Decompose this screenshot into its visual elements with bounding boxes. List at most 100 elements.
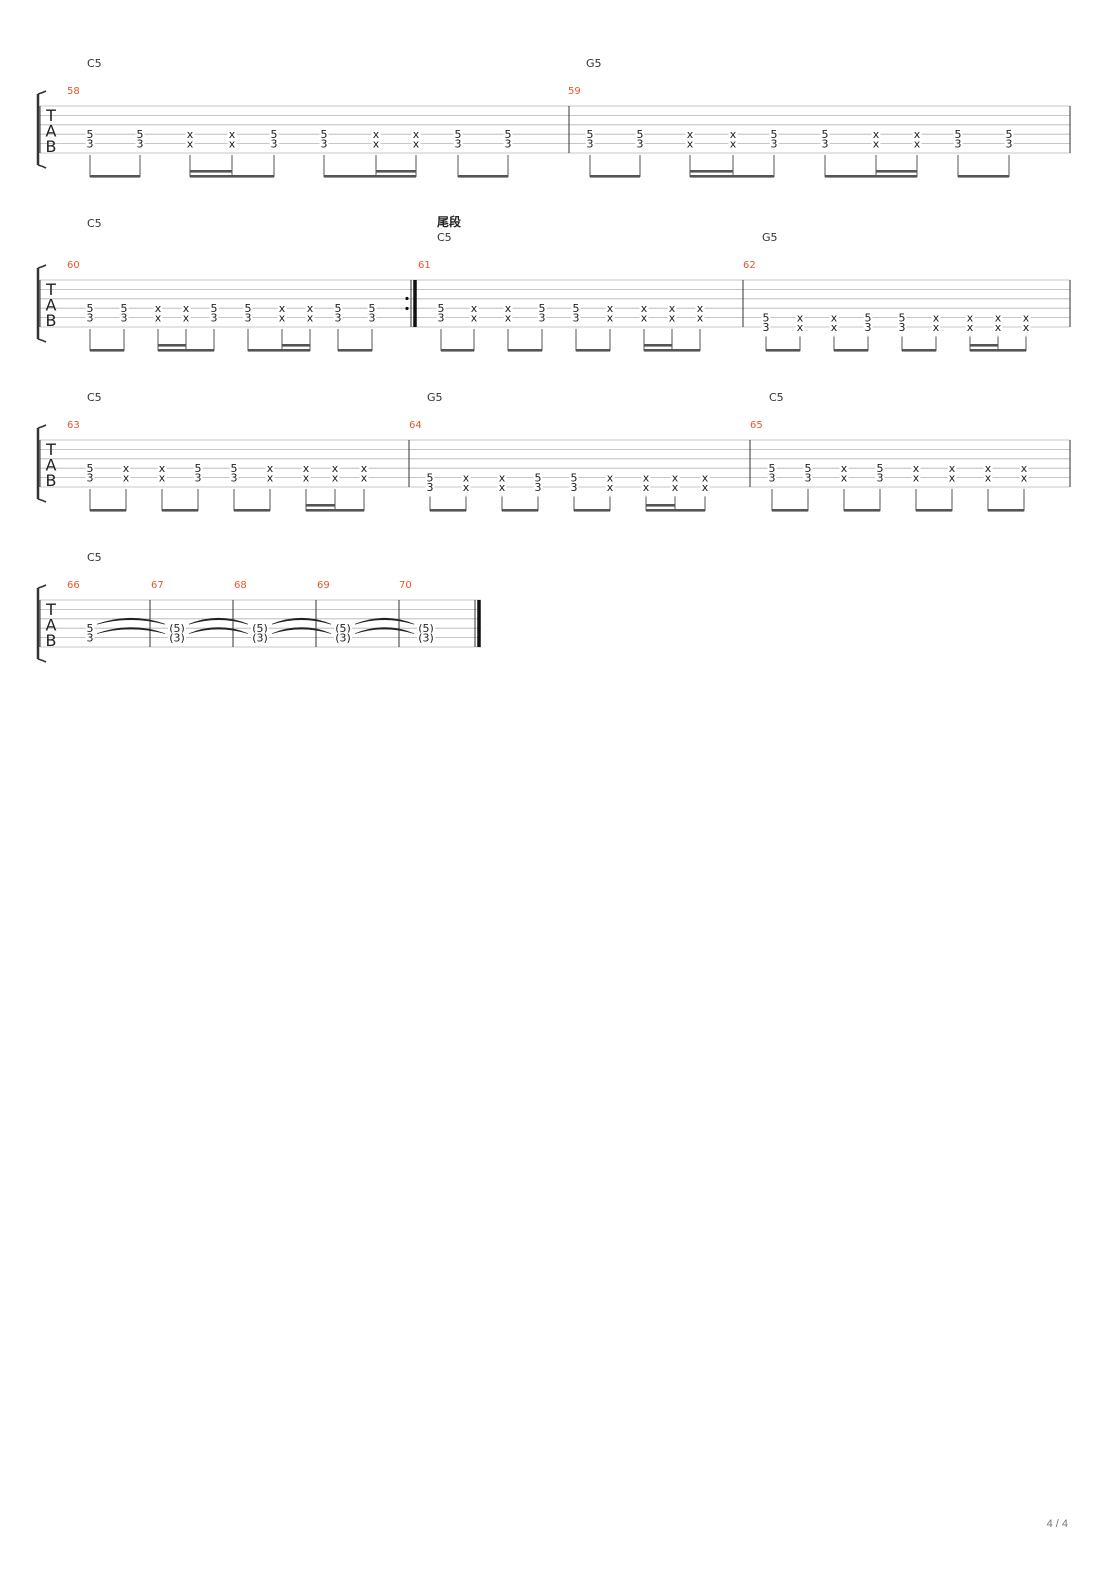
tab-beat: xx: [839, 462, 849, 511]
fret-number: 3: [455, 138, 462, 151]
fret-number: 5: [87, 128, 94, 141]
fret-number: 3: [899, 321, 906, 334]
dead-note: x: [913, 462, 920, 475]
tab-beat: 53: [367, 302, 377, 351]
fret-number: (5): [418, 622, 434, 635]
fret-bg: [85, 138, 95, 149]
fret-number: 5: [335, 302, 342, 315]
beam: [825, 175, 917, 178]
chord-symbol: G5: [586, 57, 602, 70]
fret-bg: [503, 303, 513, 314]
fret-bg: [820, 129, 830, 140]
fret-bg: [605, 303, 615, 314]
tab-beat: 53: [85, 462, 95, 511]
fret-bg: [983, 463, 993, 474]
tab-clef-letter: B: [46, 311, 57, 330]
fret-bg: [461, 482, 471, 492]
fret-bg: [85, 129, 95, 140]
dead-note: x: [471, 302, 478, 315]
dead-note: x: [641, 312, 648, 325]
fret-bg: [993, 312, 1003, 323]
dead-note: x: [643, 481, 650, 494]
dead-note: x: [933, 321, 940, 334]
dead-note: x: [279, 302, 286, 315]
tab-beat: (5)(3): [417, 622, 435, 645]
system-bracket: [37, 90, 47, 95]
fret-number: 5: [438, 302, 445, 315]
fret-bg: [685, 138, 695, 149]
tab-clef-letter: B: [46, 137, 57, 156]
tie: [354, 627, 415, 634]
fret-bg: [319, 138, 329, 149]
tab-beat: xx: [605, 472, 615, 511]
dead-note: x: [303, 472, 310, 485]
dead-note: x: [933, 312, 940, 325]
dead-note: x: [361, 462, 368, 475]
tab-beat: xx: [411, 128, 421, 177]
fret-bg: [193, 463, 203, 474]
fret-bg: [334, 623, 352, 634]
dead-note: x: [159, 462, 166, 475]
fret-number: 5: [822, 128, 829, 141]
dead-note: x: [279, 312, 286, 325]
dead-note: x: [332, 472, 339, 485]
fret-number: 3: [822, 138, 829, 151]
fret-bg: [947, 463, 957, 474]
beam: [90, 349, 124, 352]
fret-bg: [695, 312, 705, 323]
dead-note: x: [967, 312, 974, 325]
fret-bg: [157, 472, 167, 483]
fret-bg: [469, 303, 479, 314]
fret-bg: [1019, 463, 1029, 474]
fret-bg: [193, 472, 203, 483]
fret-number: 3: [955, 138, 962, 151]
tab-beat: 53: [767, 462, 777, 511]
beam: [338, 349, 372, 352]
fret-bg: [469, 312, 479, 323]
fret-number: 5: [137, 128, 144, 141]
fret-number: 5: [805, 462, 812, 475]
beam: [646, 509, 705, 512]
measure: 67(5)(3): [151, 580, 249, 647]
beam: [162, 509, 198, 512]
measure-number: 67: [151, 580, 164, 591]
fret-bg: [209, 303, 219, 314]
measure-number: 58: [67, 86, 80, 97]
system-bracket: [37, 584, 47, 589]
fret-number: 3: [195, 472, 202, 485]
tab-beat: 53: [85, 128, 95, 177]
fret-bg: [181, 312, 191, 323]
tie: [96, 617, 166, 625]
beam: [590, 175, 640, 178]
tab-clef-letter: A: [46, 616, 57, 635]
tab-clef-letter: A: [46, 296, 57, 315]
dead-note: x: [373, 128, 380, 141]
dead-note: x: [307, 312, 314, 325]
beam: [306, 509, 364, 512]
fret-bg: [585, 138, 595, 149]
fret-bg: [185, 138, 195, 149]
fret-bg: [227, 138, 237, 149]
fret-bg: [871, 138, 881, 149]
dead-note: x: [697, 302, 704, 315]
tab-beat: 53: [875, 462, 885, 511]
fret-bg: [605, 472, 615, 483]
fret-bg: [333, 303, 343, 314]
fret-bg: [897, 322, 907, 332]
secondary-beam: [646, 504, 675, 507]
tab-beat: 53: [803, 462, 813, 511]
fret-bg: [829, 322, 839, 332]
fret-number: 3: [877, 472, 884, 485]
fret-bg: [277, 312, 287, 323]
fret-number: 3: [87, 632, 94, 645]
tab-beat: 53: [897, 312, 907, 351]
tab-beat: xx: [983, 462, 993, 511]
fret-bg: [227, 129, 237, 140]
fret-number: 5: [87, 302, 94, 315]
fret-bg: [839, 472, 849, 483]
tab-beat: xx: [227, 128, 237, 177]
dead-note: x: [873, 138, 880, 151]
fret-bg: [931, 312, 941, 323]
